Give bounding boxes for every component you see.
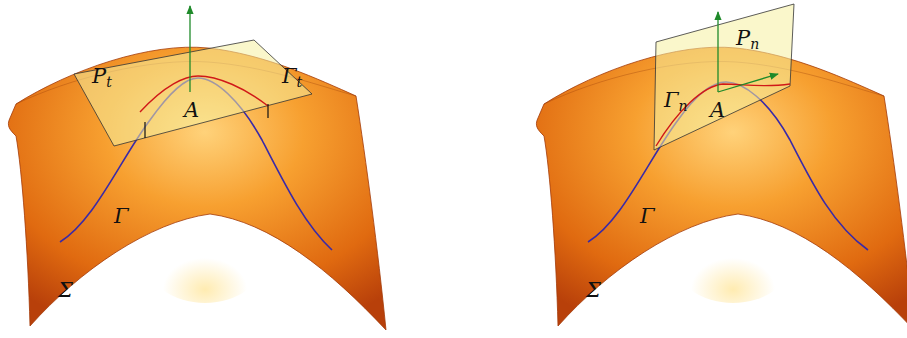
surface-label: Σ (58, 280, 73, 301)
point-label: A (710, 100, 725, 121)
plane-label: Pn (736, 28, 759, 51)
surface-label: Σ (586, 280, 601, 301)
curve-label: Γ (114, 206, 129, 227)
left-figure (8, 6, 386, 330)
curve-label: Γt (282, 66, 302, 89)
plane-label: Pt (92, 66, 112, 89)
right-figure (536, 4, 907, 330)
point-label: A (184, 100, 199, 121)
curve-label: Γ (640, 206, 655, 227)
curve-label: Γn (664, 90, 688, 113)
